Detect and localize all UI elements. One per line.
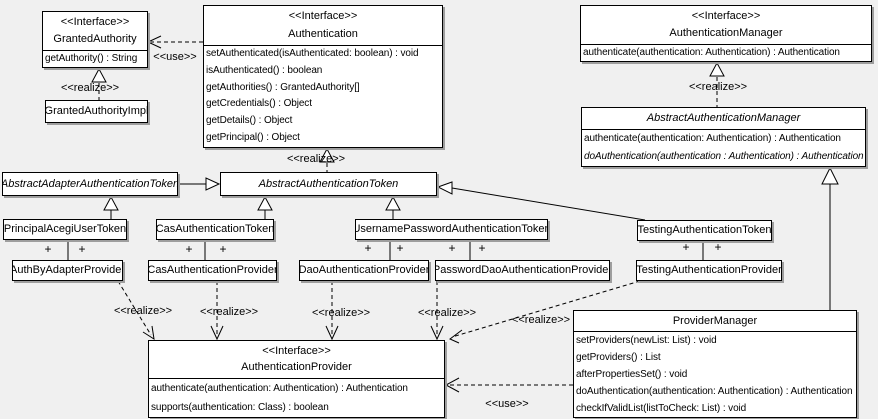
class-box-abstract-adapter-authentication-token[interactable]: AbstractAdapterAuthenticationToken: [2, 172, 178, 196]
class-box-password-dao-authentication-provider[interactable]: PasswordDaoAuthenticationProvider: [435, 260, 610, 281]
association-plus-adornment: +: [714, 240, 722, 254]
method-label: setProviders(newList: List) : void: [576, 335, 717, 346]
class-box-authentication-manager[interactable]: <<Interface>> AuthenticationManager authen…: [580, 5, 872, 62]
class-box-principal-acegi-user-token[interactable]: PrincipalAcegiUserToken: [3, 219, 127, 240]
open-arrowheads: [142, 35, 463, 393]
association-plus-adornment: +: [396, 241, 404, 255]
generalization-arrows: [103, 166, 839, 310]
realization-triangles: [91, 61, 725, 163]
stereotype-label: <<Interface>>: [60, 16, 130, 28]
realize-stereotype-label: <<realize>>: [286, 153, 346, 165]
association-plus-adornment: +: [364, 241, 372, 255]
use-stereotype-label: <<use>>: [485, 398, 529, 410]
method-label: getCredentials() : Object: [206, 98, 312, 110]
class-name: AbstractAuthenticationToken: [258, 177, 399, 190]
method-label: setAuthenticated(isAuthenticated: boolea…: [206, 48, 419, 59]
class-name: TestingAuthenticationToken: [638, 224, 771, 236]
method-label: authenticate(authentication: Authenticat…: [584, 133, 841, 144]
class-box-authentication[interactable]: <<Interface>> Authentication setAuthentica…: [203, 5, 443, 148]
class-box-granted-authority-impl[interactable]: GrantedAuthorityImpl: [45, 100, 148, 123]
method-label: authenticate(authentication: Authenticat…: [151, 383, 408, 394]
method-label: getDetails() : Object: [206, 115, 293, 127]
association-lines: [67, 240, 704, 260]
association-plus-adornment: +: [78, 242, 86, 256]
stereotype-label: <<Interface>>: [691, 10, 761, 22]
association-plus-adornment: +: [478, 241, 486, 255]
class-name: AuthenticationProvider: [241, 361, 352, 374]
class-name: ProviderManager: [672, 314, 758, 327]
class-name: AuthenticationManager: [669, 27, 783, 39]
stereotype-label: <<Interface>>: [288, 10, 358, 23]
realize-stereotype-label: <<realize>>: [417, 307, 477, 319]
class-box-dao-authentication-provider[interactable]: DaoAuthenticationProvider: [299, 260, 429, 281]
class-box-username-password-authentication-token[interactable]: UsernamePasswordAuthenticationToken: [355, 219, 548, 240]
stereotype-label: <<Interface>>: [262, 344, 331, 357]
realize-stereotype-label: <<realize>>: [199, 306, 259, 318]
class-box-auth-by-adapter-provider[interactable]: AuthByAdapterProvider: [12, 260, 123, 281]
class-box-abstract-authentication-token[interactable]: AbstractAuthenticationToken: [220, 172, 437, 196]
class-name: AbstractAdapterAuthenticationToken: [3, 177, 177, 190]
class-name: AuthByAdapterProvider: [13, 264, 122, 276]
association-plus-adornment: +: [44, 242, 52, 256]
method-label: getPrincipal() : Object: [206, 132, 300, 144]
association-plus-adornment: +: [219, 242, 227, 256]
class-name: GrantedAuthorityImpl: [46, 105, 147, 117]
realization-arrows: [98, 77, 718, 338]
class-name: Authentication: [288, 27, 358, 40]
association-plus-adornment: +: [682, 240, 690, 254]
realize-stereotype-label: <<realize>>: [511, 314, 571, 326]
class-name: CasAuthenticationToken: [157, 223, 273, 235]
class-box-testing-authentication-token[interactable]: TestingAuthenticationToken: [637, 220, 772, 241]
class-box-abstract-authentication-manager[interactable]: AbstractAuthenticationManager authenticat…: [581, 107, 866, 167]
class-name: AbstractAuthenticationManager: [646, 112, 801, 124]
method-label: getAuthorities() : GrantedAuthority[]: [206, 81, 360, 93]
class-box-granted-authority[interactable]: <<Interface>> GrantedAuthority getAuthorit…: [42, 11, 148, 68]
class-name: PrincipalAcegiUserToken: [4, 223, 126, 235]
class-name: CasAuthenticationProvider: [149, 264, 276, 276]
method-label: doAuthentication(authentication : Authen…: [584, 151, 864, 162]
use-dependency-lines: [151, 41, 573, 386]
method-label: getProviders() : List: [576, 352, 661, 363]
class-box-cas-authentication-token[interactable]: CasAuthenticationToken: [156, 219, 274, 240]
class-name: UsernamePasswordAuthenticationToken: [356, 223, 547, 235]
class-name: GrantedAuthority: [53, 33, 137, 45]
method-label: doAuthentication(authentication: Authent…: [576, 386, 853, 397]
class-box-provider-manager[interactable]: ProviderManager setProviders(newList: Lis…: [573, 310, 857, 418]
class-name: TestingAuthenticationProvider: [637, 264, 781, 276]
class-box-cas-authentication-provider[interactable]: CasAuthenticationProvider: [148, 260, 277, 281]
method-label: authenticate(authentication: Authenticat…: [583, 47, 840, 58]
class-box-testing-authentication-provider[interactable]: TestingAuthenticationProvider: [636, 260, 782, 281]
association-plus-adornment: +: [448, 241, 456, 255]
realize-stereotype-label: <<realize>>: [113, 305, 173, 317]
association-plus-adornment: +: [185, 242, 193, 256]
realize-stereotype-label: <<realize>>: [60, 82, 120, 94]
class-box-authentication-provider[interactable]: <<Interface>> AuthenticationProvider authe…: [148, 340, 445, 418]
method-label: getAuthority() : String: [45, 53, 138, 64]
method-label: afterPropertiesSet() : void: [576, 369, 688, 380]
method-label: isAuthenticated() : boolean: [206, 64, 323, 76]
realize-stereotype-label: <<realize>>: [311, 307, 371, 319]
class-name: PasswordDaoAuthenticationProvider: [436, 264, 609, 276]
method-label: supports(authentication: Class) : boolea…: [151, 402, 329, 413]
method-label: checkIfValidList(listToCheck: List) : vo…: [576, 403, 747, 414]
realize-stereotype-label: <<realize>>: [688, 81, 748, 93]
class-name: DaoAuthenticationProvider: [300, 264, 428, 276]
use-stereotype-label: <<use>>: [153, 51, 197, 63]
